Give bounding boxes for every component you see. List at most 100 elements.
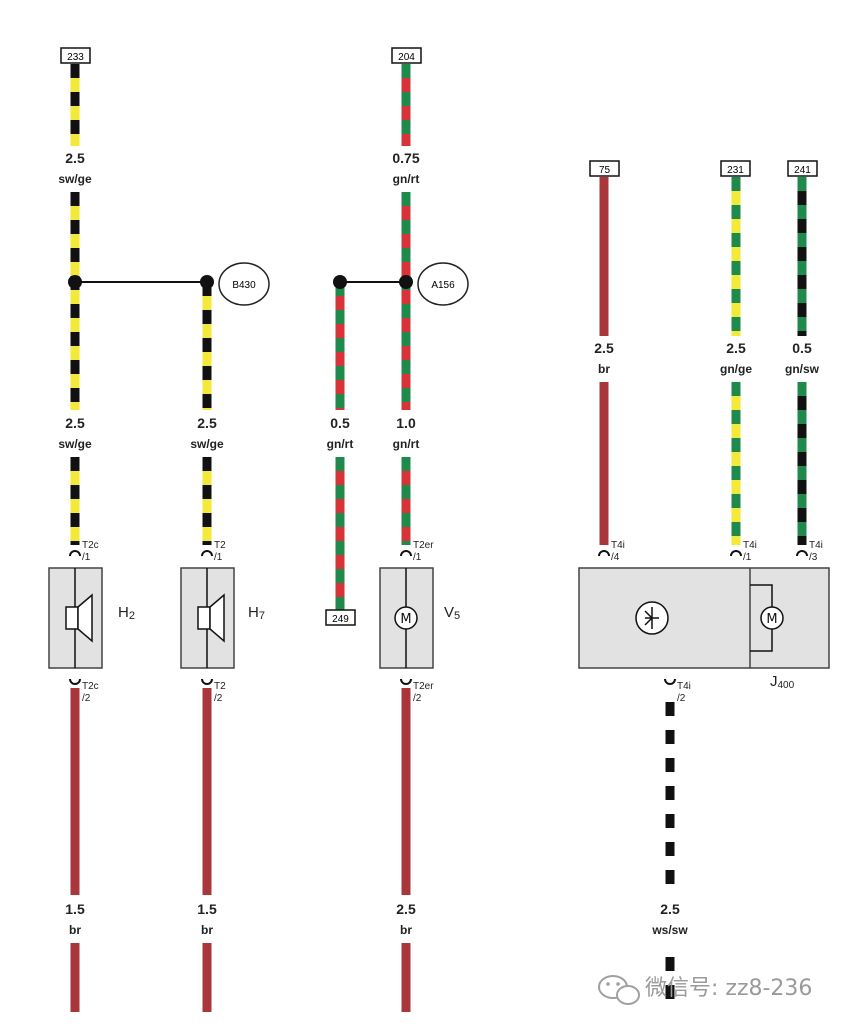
pin-number-label: /1 [82,552,91,563]
wire-size-label: 2.5 [594,340,614,356]
wire-layer [70,64,807,1012]
terminal-75-label: 75 [599,165,611,176]
wire-color-label: gn/ge [720,362,752,376]
splice-b430: B430 [218,262,270,306]
pin-number-label: /3 [809,552,818,563]
component-j400-label: J400 [770,673,795,691]
watermark: 微信号: zz8-236 [598,975,812,1005]
wire-color-label: br [400,923,412,937]
connector-pin-icon [201,550,213,557]
splice-a156-label: A156 [431,280,455,291]
component-h7-sub: 7 [259,610,265,622]
component-v5-letter: V [444,604,454,621]
pin-connector-label: T2c [82,681,99,692]
component-h2-sub: 2 [129,610,135,622]
pin-connector-label: T2er [413,681,434,692]
pin-connector-label: T2 [214,681,226,692]
terminal-249: 249 [325,609,356,626]
wire-color-label: br [201,923,213,937]
terminal-233: 233 [60,47,91,64]
pin-number-label: /1 [743,552,752,563]
wechat-icon [598,975,640,1005]
pin-connector-label: T4i [611,540,625,551]
connector-pin-layer: T2c/1T2c/2T2/1T2/2T2er/1T2er/2T4i/4T4i/1… [69,540,823,704]
component-h2 [48,567,103,669]
pin-number-label: /2 [677,693,686,704]
terminal-233-label: 233 [67,52,84,63]
pin-connector-label: T2er [413,540,434,551]
pin-number-label: /2 [82,693,91,704]
wire-color-label: sw/ge [58,437,92,451]
splice-node [68,275,82,289]
component-v5-sub: 5 [454,610,460,622]
wire-color-label: sw/ge [58,172,92,186]
wire-color-label: ws/sw [651,923,688,937]
terminal-75: 75 [589,160,620,177]
speaker-icon [197,593,225,643]
splice-node [333,275,347,289]
terminal-249-label: 249 [332,614,349,625]
component-j400-letter: J [770,673,778,690]
wire-color-label: gn/rt [393,172,420,186]
splice-a156: A156 [417,262,469,306]
pin-connector-label: T4i [809,540,823,551]
connector-pin-icon [400,550,412,557]
wire-size-label: 0.75 [392,150,419,166]
speaker-icon [65,593,93,643]
component-h7-label: H7 [248,604,265,622]
svg-text:M: M [400,612,411,627]
component-h7-letter: H [248,604,259,621]
wire-size-label: 2.5 [396,901,416,917]
component-h7 [180,567,235,669]
wire-color-label: gn/sw [785,362,820,376]
connector-pin-icon [664,678,676,685]
wire-size-label: 2.5 [197,415,217,431]
wire-size-label: 1.5 [197,901,217,917]
pin-number-label: /1 [413,552,422,563]
terminal-231-label: 231 [727,165,744,176]
wire-color-label: br [69,923,81,937]
connector-pin-icon [796,550,808,557]
splice-node [399,275,413,289]
pin-connector-label: T4i [677,681,691,692]
component-j400-sub: 400 [778,680,795,691]
terminal-204: 204 [391,47,422,64]
pin-connector-label: T2c [82,540,99,551]
svg-text:M: M [766,612,777,627]
component-v5: M [379,567,434,669]
motor-icon: M [760,606,784,630]
splice-b430-label: B430 [232,280,256,291]
watermark-text: 微信号: zz8-236 [645,976,812,1001]
wire-size-label: 2.5 [65,150,85,166]
wire-size-label: 0.5 [792,340,812,356]
pin-number-label: /1 [214,552,223,563]
terminal-241-label: 241 [794,165,811,176]
wire-size-label: 0.5 [330,415,350,431]
connector-pin-icon [69,550,81,557]
connector-pin-icon [730,550,742,557]
component-j400: M [578,567,830,669]
wire-size-label: 2.5 [726,340,746,356]
splice-node [200,275,214,289]
connector-pin-icon [69,678,81,685]
wire-size-label: 1.0 [396,415,416,431]
wire-size-label: 2.5 [65,415,85,431]
pin-number-label: /2 [214,693,223,704]
component-v5-label: V5 [444,604,460,622]
terminal-231: 231 [720,160,751,177]
wire-color-label: sw/ge [190,437,224,451]
terminal-204-label: 204 [398,52,415,63]
pin-connector-label: T4i [743,540,757,551]
wire-size-label: 2.5 [660,901,680,917]
connector-pin-icon [400,678,412,685]
connector-pin-icon [598,550,610,557]
component-h2-label: H2 [118,604,135,622]
wire-color-label: gn/rt [327,437,354,451]
wire-color-label: br [598,362,610,376]
pin-connector-label: T2 [214,540,226,551]
terminal-241: 241 [787,160,818,177]
pin-number-label: /2 [413,693,422,704]
wire-color-label: gn/rt [393,437,420,451]
wire-size-label: 1.5 [65,901,85,917]
